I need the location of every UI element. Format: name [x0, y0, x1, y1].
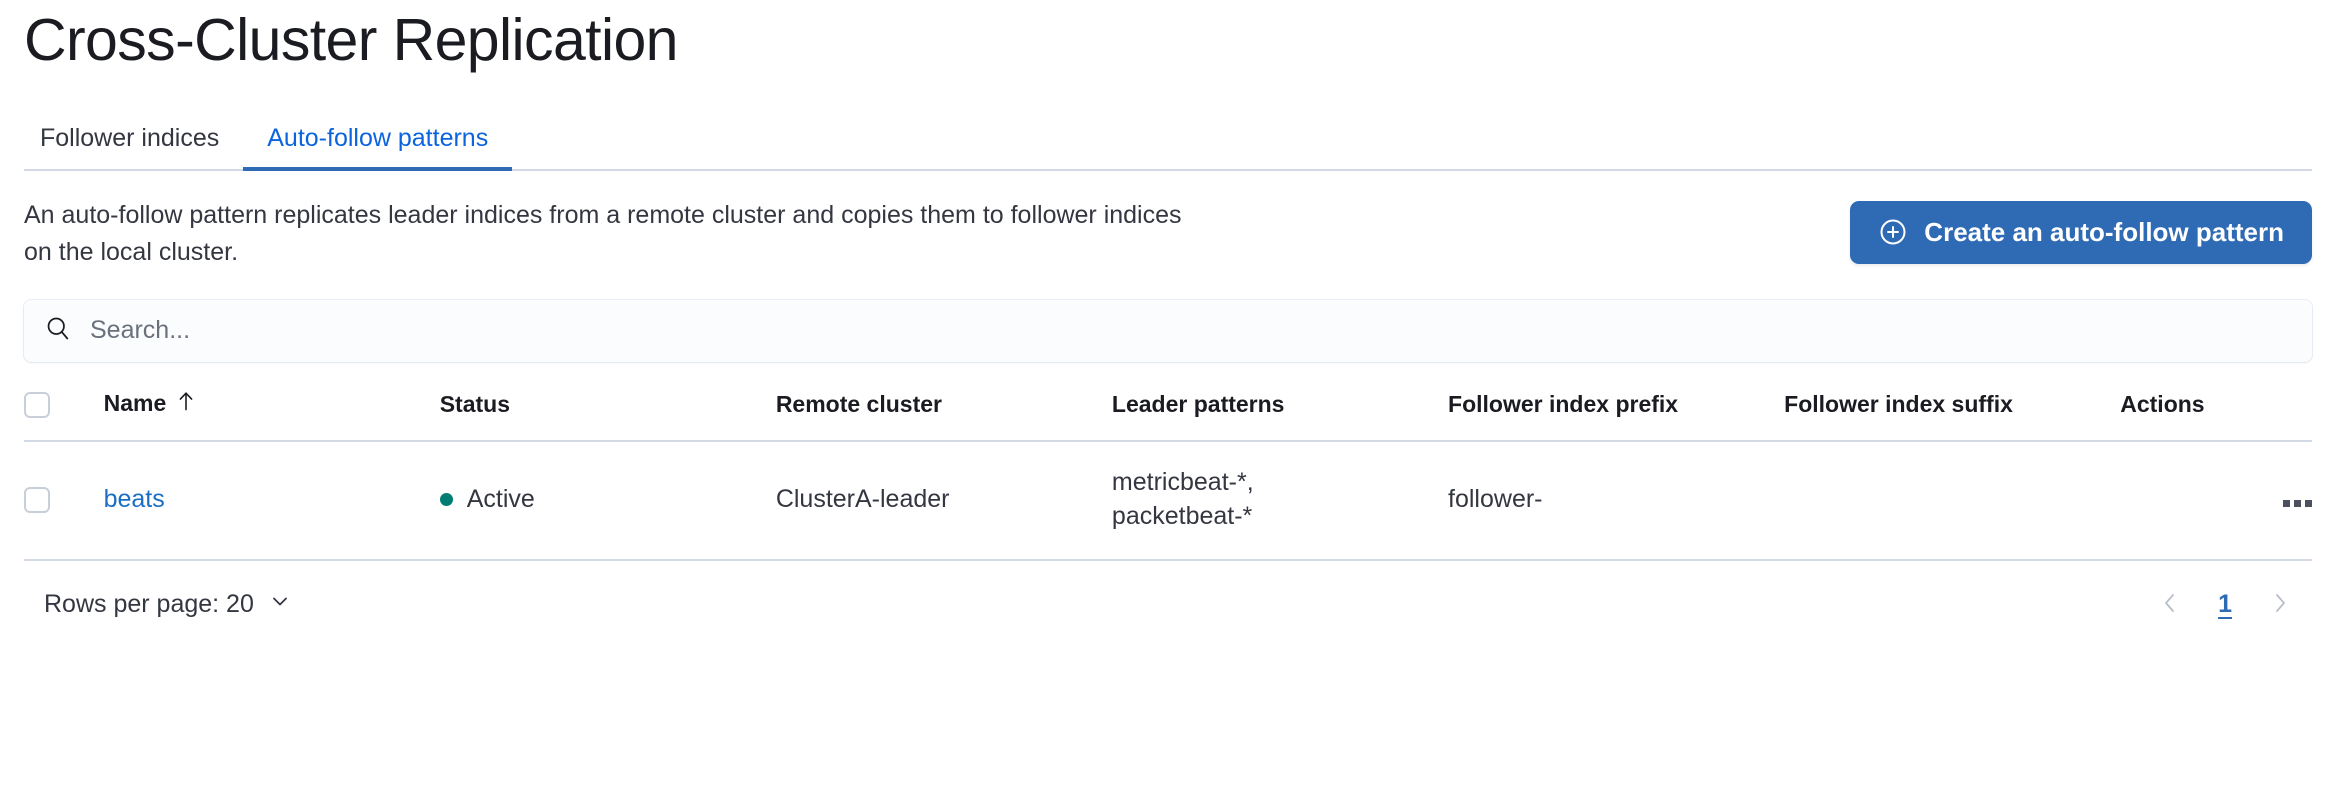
auto-follow-pattern-link[interactable]: beats [103, 484, 165, 513]
column-header-follower-index-suffix[interactable]: Follower index suffix [1784, 383, 2121, 442]
cell-name: beats [103, 440, 440, 562]
cell-leader-patterns: metricbeat-*, packetbeat-* [1111, 440, 1449, 562]
pagination-next-button[interactable] [2262, 587, 2298, 622]
auto-follow-patterns-table: Name Status Remote cluster Leader patter… [24, 383, 2312, 562]
row-checkbox[interactable] [24, 487, 50, 514]
ellipsis-horizontal-icon [2283, 499, 2290, 507]
cell-follower-index-prefix: follower- [1448, 440, 1785, 562]
ellipsis-horizontal-icon [2305, 499, 2312, 507]
column-header-leader-patterns[interactable]: Leader patterns [1111, 383, 1449, 442]
column-header-follower-index-prefix[interactable]: Follower index prefix [1448, 383, 1785, 442]
leader-pattern-line: metricbeat-*, [1111, 467, 1254, 496]
intro-section: An auto-follow pattern replicates leader… [24, 197, 2312, 272]
status-dot-icon [439, 493, 453, 507]
pagination-previous-button[interactable] [2152, 587, 2188, 622]
search-input[interactable] [90, 299, 2292, 362]
cell-follower-index-suffix [1784, 440, 2121, 562]
page-title: Cross-Cluster Replication [24, 7, 678, 73]
row-select-cell [24, 440, 104, 562]
column-header-status[interactable]: Status [439, 383, 776, 442]
pagination-page-1[interactable]: 1 [2210, 588, 2240, 621]
status-badge: Active [466, 485, 535, 514]
rows-per-page-selector[interactable]: Rows per page: 20 [38, 588, 298, 621]
chevron-right-icon [2268, 589, 2292, 620]
cell-status: Active [439, 440, 776, 562]
plus-in-circle-icon [1878, 217, 1908, 247]
search-icon [44, 314, 72, 347]
select-all-header [24, 383, 104, 442]
table-row: beats Active ClusterA-leader metricbeat-… [24, 440, 2312, 562]
create-button-label: Create an auto-follow pattern [1924, 216, 2284, 247]
select-all-checkbox[interactable] [24, 391, 50, 418]
ellipsis-horizontal-icon [2294, 499, 2301, 507]
table-body: beats Active ClusterA-leader metricbeat-… [24, 440, 2312, 562]
chevron-down-icon [268, 589, 292, 620]
tab-follower-indices[interactable]: Follower indices [24, 125, 243, 171]
table-footer: Rows per page: 20 1 [24, 587, 2312, 622]
column-header-remote-cluster[interactable]: Remote cluster [775, 383, 1112, 442]
row-actions-menu-button[interactable] [2273, 496, 2312, 511]
chevron-left-icon [2158, 589, 2182, 620]
search-bar[interactable] [24, 299, 2312, 362]
cell-remote-cluster: ClusterA-leader [775, 440, 1112, 562]
column-header-actions: Actions [2120, 383, 2312, 442]
arrow-up-icon [176, 390, 196, 418]
table-header-row: Name Status Remote cluster Leader patter… [24, 383, 2312, 442]
pagination: 1 [2152, 587, 2298, 622]
leader-pattern-line: packetbeat-* [1111, 501, 1253, 530]
column-header-name[interactable]: Name [103, 383, 440, 442]
create-auto-follow-pattern-button[interactable]: Create an auto-follow pattern [1850, 200, 2312, 264]
tab-bar: Follower indices Auto-follow patterns [24, 107, 2312, 171]
rows-per-page-label: Rows per page: 20 [44, 590, 254, 619]
cell-actions [2120, 440, 2312, 562]
table-head: Name Status Remote cluster Leader patter… [24, 383, 2312, 442]
tab-auto-follow-patterns[interactable]: Auto-follow patterns [243, 125, 513, 171]
column-header-name-label: Name [103, 390, 167, 417]
intro-description: An auto-follow pattern replicates leader… [24, 200, 1182, 267]
